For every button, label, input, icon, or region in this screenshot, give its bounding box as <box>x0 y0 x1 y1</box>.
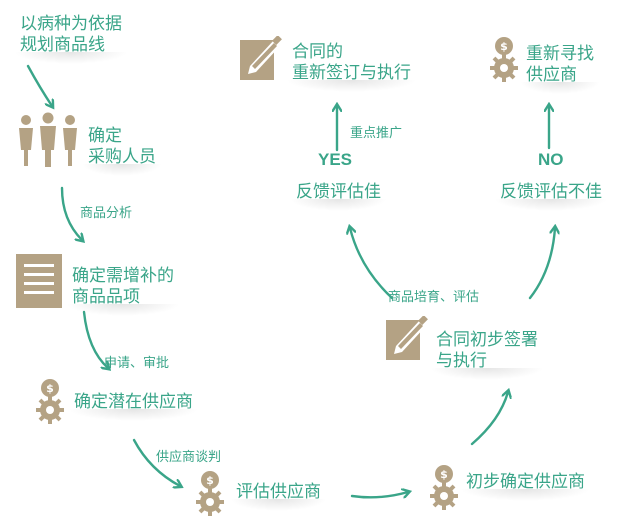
node-initial-supplier-text: 初步确定供应商 <box>466 472 585 492</box>
node-feedback-good-text: 反馈评估佳 <box>296 182 381 202</box>
node-plan-product-lines: 以病种为依据 规划商品线 <box>14 14 128 64</box>
node-contract-renew-line-1: 合同的 <box>292 42 343 62</box>
node-confirm-buyers-line-2: 采购人员 <box>88 147 156 167</box>
node-find-new-supplier-line-2: 供应商 <box>526 65 577 85</box>
arrow-buyers-to-items <box>60 186 82 240</box>
gear-coin-icon: $ <box>196 471 224 516</box>
node-find-new-supplier: 重新寻找 供应商 <box>520 44 600 94</box>
label-cultivate-evaluate: 商品培育、评估 <box>388 290 480 305</box>
pen-paper-icon <box>240 36 282 80</box>
node-plan-line-2: 规划商品线 <box>20 35 105 55</box>
node-potential-suppliers: 确定潜在供应商 <box>68 392 199 421</box>
gear-coin-icon: $ <box>490 37 518 82</box>
arrow-contract-to-bad <box>528 228 555 300</box>
node-initial-contract-line-1: 合同初步签署 <box>436 330 538 350</box>
arrow-evaluate-to-initial <box>350 492 408 499</box>
node-feedback-good: 反馈评估佳 <box>290 182 387 211</box>
svg-text:$: $ <box>206 474 214 487</box>
label-apply-approve: 申请、审批 <box>104 356 170 371</box>
people-icon <box>19 112 77 167</box>
svg-text:$: $ <box>500 40 508 53</box>
arrow-initial-to-contract <box>470 392 508 446</box>
svg-text:$: $ <box>440 468 448 481</box>
pen-paper-icon <box>386 316 428 360</box>
node-confirm-items-line-2: 商品品项 <box>72 287 140 307</box>
gear-coin-icon: $ <box>430 465 458 510</box>
arrow-contract-to-good <box>350 228 394 300</box>
node-confirm-buyers: 确定 采购人员 <box>82 126 162 176</box>
label-key-promotion: 重点推广 <box>350 126 403 141</box>
node-feedback-bad: 反馈评估不佳 <box>494 182 608 211</box>
document-list-icon <box>16 254 62 308</box>
arrow-items-to-potential <box>82 310 108 368</box>
label-yes: YES <box>318 150 353 169</box>
node-initial-contract: 合同初步签署 与执行 <box>430 330 544 380</box>
node-find-new-supplier-line-1: 重新寻找 <box>526 44 594 64</box>
node-initial-contract-line-2: 与执行 <box>436 351 487 371</box>
node-plan-line-1: 以病种为依据 <box>20 14 122 34</box>
label-supplier-negotiation: 供应商谈判 <box>156 450 222 465</box>
node-feedback-bad-text: 反馈评估不佳 <box>500 182 602 202</box>
svg-text:$: $ <box>46 382 54 395</box>
node-evaluate-suppliers: 评估供应商 <box>230 482 327 511</box>
node-potential-suppliers-text: 确定潜在供应商 <box>74 392 193 412</box>
arrow-plan-to-buyers <box>26 64 52 106</box>
node-evaluate-suppliers-text: 评估供应商 <box>236 482 321 502</box>
node-contract-renew-line-2: 重新签订与执行 <box>292 63 411 83</box>
node-contract-renew: 合同的 重新签订与执行 <box>286 42 417 92</box>
node-confirm-items-line-1: 确定需增补的 <box>72 266 174 286</box>
gear-coin-icon: $ <box>36 379 64 424</box>
label-no: NO <box>538 150 564 169</box>
node-confirm-items: 确定需增补的 商品品项 <box>66 266 180 316</box>
label-product-analysis: 商品分析 <box>80 206 133 221</box>
node-initial-supplier: 初步确定供应商 <box>460 472 591 501</box>
node-confirm-buyers-line-1: 确定 <box>88 126 122 146</box>
arrow-potential-to-evaluate <box>132 438 180 486</box>
